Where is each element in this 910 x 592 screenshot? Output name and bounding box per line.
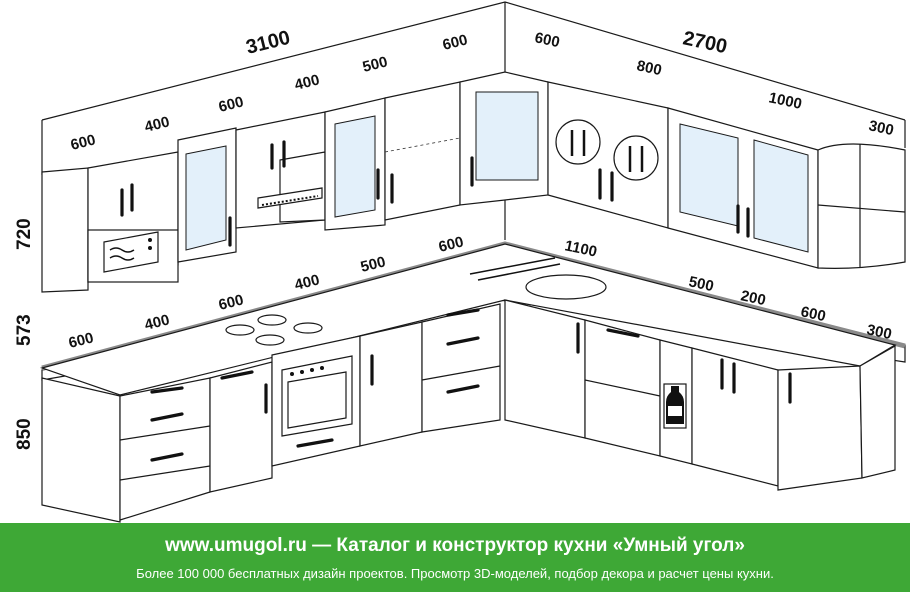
dim-top-left-3: 400 <box>293 71 321 94</box>
bottle-icon <box>663 383 687 429</box>
plate-cutlery-icon <box>570 130 644 172</box>
dim-top-right-0: 600 <box>533 29 561 51</box>
dim-bottom-left-4: 500 <box>359 253 387 276</box>
dim-height-0: 720 <box>14 218 35 250</box>
footer-subtitle: Более 100 000 бесплатных дизайн проектов… <box>136 566 774 581</box>
dim-top-left-2: 600 <box>217 93 245 116</box>
dim-bottom-right-1: 500 <box>687 273 715 295</box>
dim-top-left-1: 400 <box>143 113 171 136</box>
dim-top-right-3: 300 <box>867 117 895 139</box>
dim-bottom-right-3: 600 <box>799 303 827 325</box>
dim-top-right-2: 1000 <box>767 89 803 113</box>
dim-height-2: 850 <box>14 418 35 450</box>
dim-top-left-total: 3100 <box>244 27 293 59</box>
hood-icon <box>257 187 323 209</box>
dim-bottom-right-0: 1100 <box>563 237 598 260</box>
dim-top-right-1: 800 <box>635 57 663 79</box>
dim-bottom-left-2: 600 <box>217 291 245 314</box>
dim-bottom-left-5: 600 <box>437 233 465 256</box>
upper-corner-cabinet <box>459 71 549 206</box>
dim-height-1: 573 <box>14 314 35 346</box>
dim-bottom-left-0: 600 <box>67 329 95 352</box>
dim-top-left-0: 600 <box>69 131 97 154</box>
dim-bottom-right-4: 300 <box>865 321 893 343</box>
footer-title[interactable]: www.umugol.ru — Каталог и конструктор ку… <box>165 535 745 556</box>
hob-icon <box>225 314 323 346</box>
kitchen-diagram: 3100 2700 600 400 600 400 500 600 600 80… <box>14 1 906 523</box>
dim-top-right-total: 2700 <box>681 27 729 58</box>
dim-top-left-5: 600 <box>441 31 469 54</box>
dim-bottom-right-2: 200 <box>739 287 767 309</box>
upper-cabinets-right <box>547 81 906 269</box>
dim-bottom-left-1: 400 <box>143 311 171 334</box>
dim-bottom-left-3: 400 <box>293 271 321 294</box>
footer-banner: www.umugol.ru — Каталог и конструктор ку… <box>0 523 910 592</box>
sink-icon <box>469 257 607 300</box>
dim-top-left-4: 500 <box>361 53 389 76</box>
oven-icon <box>281 355 353 448</box>
microwave-icon <box>103 231 159 273</box>
